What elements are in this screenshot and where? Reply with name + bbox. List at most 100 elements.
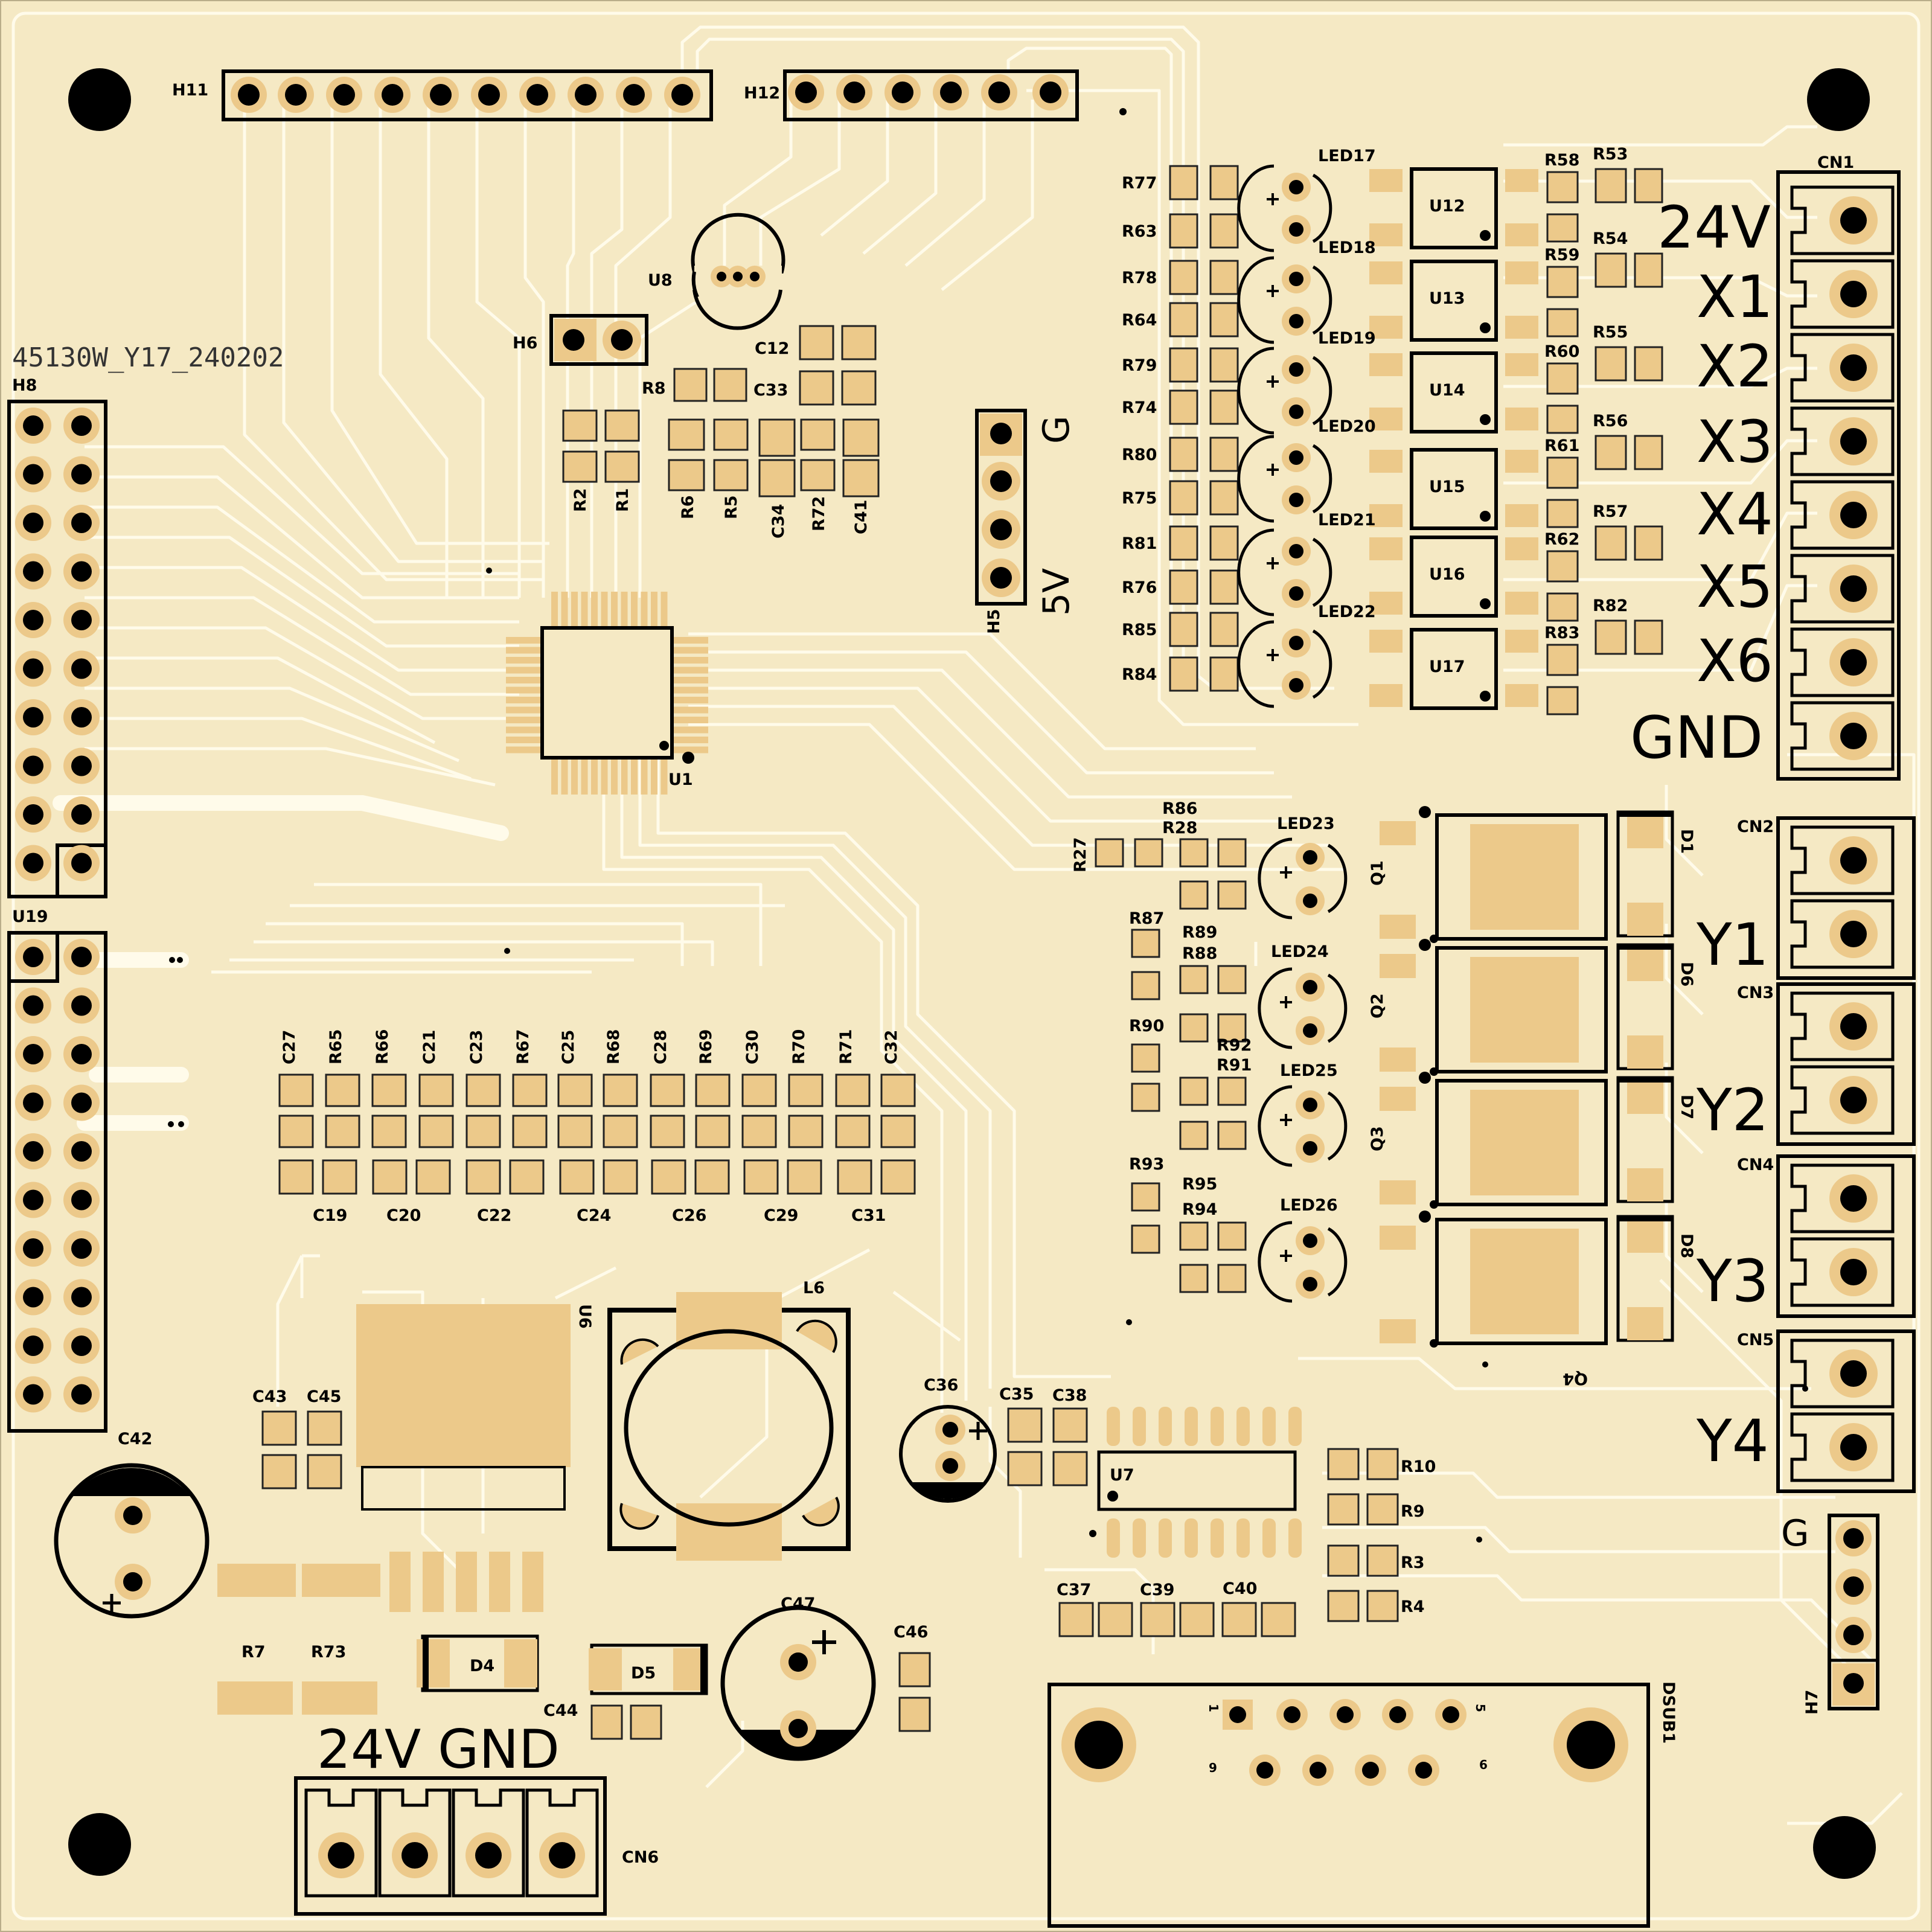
resistor-pad: [1217, 838, 1247, 868]
label-c30: C30: [743, 1030, 762, 1064]
led-outline: [1327, 1091, 1348, 1161]
label-c35: C35: [999, 1385, 1034, 1404]
label-r63: R63: [1122, 222, 1157, 241]
pin-hole: [23, 1335, 43, 1356]
label-r6: R6: [679, 495, 697, 519]
capacitor-pad: [509, 1159, 545, 1195]
header-h6: [549, 314, 648, 366]
label-r28: R28: [1162, 819, 1197, 837]
terminal-outline: [1790, 627, 1895, 697]
capacitor-pad: [371, 1115, 407, 1148]
led-outline: [1258, 1085, 1293, 1167]
mcu-pin: [611, 592, 618, 627]
terminal-outline: [1790, 1163, 1895, 1233]
optocoupler: [1410, 351, 1498, 433]
mcu-pin: [673, 647, 708, 654]
terminal-hole: [1840, 1259, 1867, 1285]
pin-hole: [71, 1238, 92, 1259]
mcu-pin: [673, 726, 708, 734]
pin-hole: [23, 1141, 43, 1162]
label-r1: R1: [613, 488, 632, 512]
pin-hole: [71, 1287, 92, 1308]
label-h5-5v: 5V: [1035, 568, 1078, 616]
label-cn1-x5: X5: [1697, 553, 1773, 621]
capacitor-pad: [787, 1159, 822, 1195]
label-cn1-x4: X4: [1697, 481, 1773, 548]
output-terminal-block: [1776, 1329, 1916, 1493]
label-r77: R77: [1122, 174, 1157, 193]
resistor-pad: [1546, 405, 1579, 434]
label-c25: C25: [559, 1030, 578, 1064]
label-u13: U13: [1429, 289, 1465, 308]
label-h5: H5: [985, 609, 1003, 634]
pin-hole: [71, 947, 92, 967]
pin1-dot: [1419, 1211, 1431, 1223]
led-hole: [1289, 272, 1303, 286]
label-r4: R4: [1401, 1598, 1425, 1616]
transistor-pin: [1380, 1180, 1416, 1204]
led-hole: [1303, 1277, 1317, 1291]
mcu-pin: [621, 592, 628, 627]
opto-pin: [1505, 353, 1538, 376]
label-r66: R66: [373, 1029, 392, 1064]
mcu-pin: [506, 697, 541, 703]
label-r61: R61: [1544, 437, 1579, 455]
terminal-outline: [1790, 554, 1895, 624]
label-led17: LED17: [1318, 147, 1376, 165]
terminal-outline: [1790, 1237, 1895, 1307]
optocoupler: [1410, 260, 1498, 342]
capacitor-pad: [651, 1159, 686, 1195]
label-l6: L6: [803, 1279, 825, 1297]
pin1-dot: [1419, 1072, 1431, 1084]
terminal-outline: [378, 1788, 452, 1898]
mcu-pin: [673, 717, 708, 723]
label-cn1-x6: X6: [1697, 627, 1773, 695]
header-u19: [7, 931, 107, 1433]
capacitor-pad: [880, 1073, 916, 1107]
label-d6: D6: [1677, 962, 1696, 987]
resistor-pad: [1595, 435, 1627, 470]
pin-hole: [71, 707, 92, 728]
label-r88: R88: [1182, 944, 1217, 963]
led-outline: [1237, 528, 1275, 616]
pin1-dot: [1480, 511, 1491, 522]
mcu-pin: [673, 657, 708, 664]
resistor-pad: [1179, 1264, 1209, 1293]
terminal-hole: [401, 1842, 428, 1869]
led-hole: [1289, 586, 1303, 601]
label-q3: Q3: [1368, 1126, 1387, 1151]
opto-pin: [1505, 630, 1538, 653]
pin-hole: [23, 1287, 43, 1308]
label-h8: H8: [12, 376, 37, 395]
ic-pin: [1288, 1407, 1302, 1446]
label-y3: Y3: [1696, 1247, 1769, 1315]
mcu-pin: [506, 726, 541, 734]
diode-pad: [1627, 903, 1663, 936]
mcu-pin: [506, 647, 541, 654]
led-polarity-mark: [1280, 996, 1292, 1008]
label-r74: R74: [1122, 398, 1157, 417]
resistor-pad: [1634, 252, 1663, 288]
capacitor-pad: [557, 1073, 593, 1107]
led-outline: [1327, 843, 1348, 913]
led-outline: [1327, 973, 1348, 1043]
resistor-pad: [1179, 965, 1209, 994]
connector-cn6: [294, 1776, 607, 1916]
terminal-hole: [328, 1842, 354, 1869]
label-d8: D8: [1677, 1233, 1696, 1258]
pin-hole: [71, 1044, 92, 1064]
terminal-hole: [1840, 281, 1867, 307]
led-hole: [1289, 636, 1303, 650]
resistor-pad: [1169, 260, 1198, 295]
capacitor-pad: [372, 1159, 408, 1195]
label-r64: R64: [1122, 311, 1157, 330]
label-r65: R65: [327, 1029, 345, 1064]
connector-cn1: [1776, 170, 1901, 781]
label-led18: LED18: [1318, 238, 1376, 257]
led-outline: [1312, 537, 1332, 607]
label-c47: C47: [781, 1595, 815, 1613]
pin-hole: [71, 464, 92, 485]
resistor-pad: [1634, 619, 1663, 655]
led-polarity-mark: [1280, 866, 1292, 878]
mcu-pin: [673, 686, 708, 694]
